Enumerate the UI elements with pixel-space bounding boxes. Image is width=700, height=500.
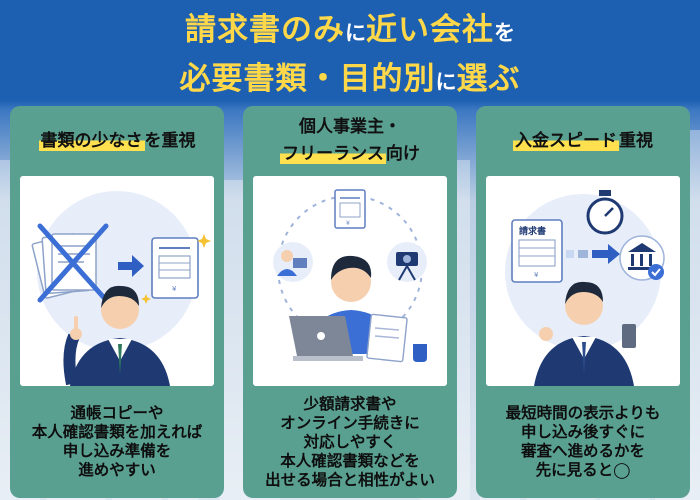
fist-hand — [539, 327, 553, 341]
title-line-2: 必要書類・目的別に選ぶ — [0, 57, 700, 106]
cross-mark-icon — [37, 223, 109, 303]
description-line: 進めやすい — [78, 461, 156, 479]
svg-text:¥: ¥ — [172, 285, 177, 293]
illustration-documents: ¥ — [20, 176, 214, 386]
coffee-mug-icon — [413, 344, 427, 362]
smartphone-icon — [622, 324, 636, 348]
card-heading: 書類の少なさを重視 — [10, 106, 224, 176]
illustration-speed: 請求書 ¥ — [486, 176, 680, 386]
sparkle-icon — [141, 294, 151, 304]
description-line: 申し込み準備を — [62, 442, 172, 460]
svg-text:¥: ¥ — [346, 220, 350, 227]
sparkle-icon — [197, 234, 211, 248]
freelancer-at-laptop — [289, 255, 427, 363]
description-line: 少額請求書や — [303, 394, 397, 413]
heading-text: 向け — [385, 144, 420, 164]
remote-worker-icon — [273, 242, 313, 282]
heading-highlight: 書類の少なさ — [38, 130, 145, 151]
title-particle: に — [345, 21, 366, 45]
description-line: 先に見ると◯ — [535, 461, 631, 479]
main-title: 請求書のみに近い会社を 必要書類・目的別に選ぶ — [0, 8, 700, 106]
card-heading: 個人事業主・ フリーランス向け — [243, 106, 457, 176]
invoice-label: 請求書 — [519, 225, 546, 237]
title-text: 請求書のみ — [185, 12, 345, 48]
title-text: 選ぶ — [456, 61, 521, 97]
illustration-freelancer: ¥ — [253, 176, 447, 386]
description-line: 出せる場合と相性がよい — [265, 470, 435, 489]
background-circle — [37, 191, 197, 351]
card-description: 最短時間の表示よりも 申し込み後すぐに 審査へ進めるかを 先に見ると◯ — [476, 394, 690, 490]
bank-icon — [619, 235, 665, 281]
description-line: オンライン手続きに — [280, 413, 420, 432]
card-heading: 入金スピード重視 — [476, 106, 690, 176]
invoice-document-icon: 請求書 ¥ — [511, 219, 563, 283]
title-text: 近い会社 — [366, 12, 494, 48]
description-line: 最短時間の表示よりも — [505, 404, 661, 422]
speed-arrow-icon — [566, 244, 620, 264]
title-particle: を — [494, 21, 515, 45]
check-badge-icon — [648, 264, 664, 280]
heading-highlight: フリーランス — [280, 144, 386, 164]
description-line: 申し込み後すぐに — [520, 423, 645, 441]
description-line: 対応しやすく — [303, 432, 397, 451]
heading-highlight: 入金スピード — [513, 130, 619, 151]
description-line: 本人確認書類などを — [280, 451, 420, 470]
arrow-right-icon — [118, 255, 144, 277]
svg-text:¥: ¥ — [534, 271, 539, 279]
card-freelance: 個人事業主・ フリーランス向け ¥ — [243, 106, 457, 498]
card-description: 少額請求書や オンライン手続きに 対応しやすく 本人確認書類などを 出せる場合と… — [243, 394, 457, 490]
document-icon: ¥ — [334, 189, 366, 229]
card-description: 通帳コピーや 本人確認書類を加えれば 申し込み準備を 進めやすい — [10, 394, 224, 490]
heading-text: 重視 — [619, 130, 653, 151]
businessman-pointing — [63, 285, 170, 386]
stopwatch-icon — [586, 190, 624, 235]
description-line: 本人確認書類を加えれば — [31, 423, 203, 441]
camera-on-tripod-icon — [387, 242, 427, 282]
paper-icon — [366, 313, 408, 363]
card-fewer-documents: 書類の少なさを重視 — [10, 106, 224, 498]
description-line: 通帳コピーや — [70, 404, 164, 422]
businessman-with-phone — [534, 281, 636, 386]
title-particle: に — [435, 70, 457, 94]
card-payment-speed: 入金スピード重視 請求書 ¥ — [476, 106, 690, 498]
description-line: 審査へ進めるかを — [520, 442, 645, 460]
single-document-icon: ¥ — [151, 237, 199, 299]
title-line-1: 請求書のみに近い会社を — [0, 8, 700, 57]
heading-text: 個人事業主・ — [299, 117, 401, 137]
heading-text: を重視 — [144, 130, 196, 151]
title-text: 必要書類・目的別 — [179, 61, 436, 97]
